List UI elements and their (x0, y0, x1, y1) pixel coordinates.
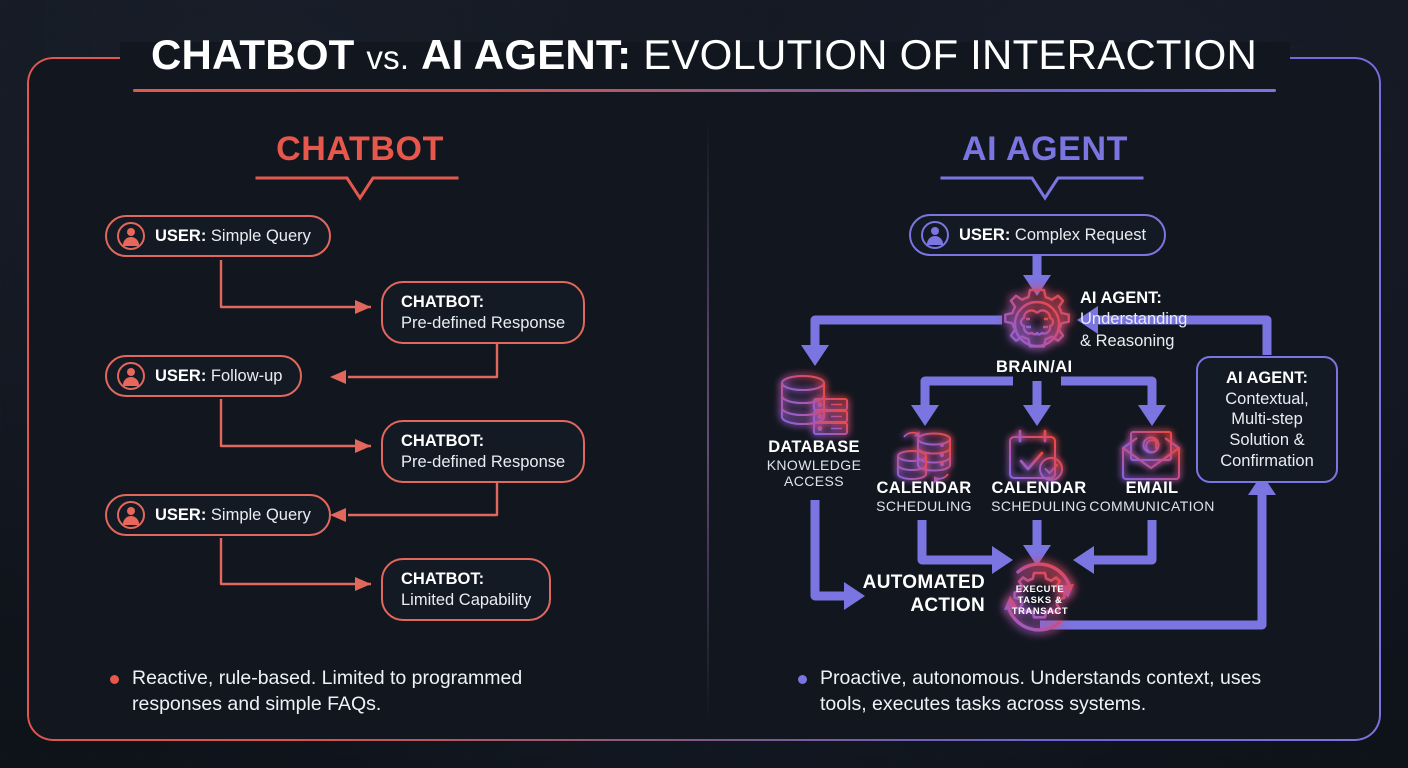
chatbot-response-1-text: Pre-defined Response (401, 313, 566, 332)
chatbot-response-3-role: CHATBOT: (401, 570, 485, 588)
chatbot-response-box-3[interactable]: CHATBOT: Limited Capability (381, 558, 552, 622)
agent-heading: AI AGENT (962, 130, 1128, 168)
chatbot-response-3-text: Limited Capability (401, 590, 532, 609)
execute-gear-icon: EXECUTE TASKS & TRANSACT (992, 550, 1088, 646)
chatbot-response-1-role: CHATBOT: (401, 293, 485, 311)
title-part-evolution: EVOLUTION OF INTERACTION (643, 31, 1258, 78)
agent-heading-underline-tail (940, 176, 1144, 201)
user-avatar-icon (117, 501, 145, 529)
gear-text-line3: TRANSACT (1012, 605, 1068, 616)
brain-label: BRAIN/AI (996, 358, 1073, 376)
brain-description: AI AGENT: Understanding & Reasoning (1080, 288, 1187, 352)
user-avatar-icon (921, 221, 949, 249)
title-underline (133, 89, 1276, 92)
automated-action-line1: AUTOMATED (862, 572, 985, 593)
agent-result-role: AI AGENT: (1226, 369, 1308, 387)
agent-result-line2: Multi-step (1231, 410, 1303, 429)
automated-action-label: AUTOMATED ACTION (855, 572, 985, 618)
chatbot-response-2-role: CHATBOT: (401, 432, 485, 450)
chatbot-response-box-2[interactable]: CHATBOT: Pre-defined Response (381, 420, 586, 484)
agent-user-pill[interactable]: USER: Complex Request (909, 214, 1167, 256)
chatbot-user-3-text: USER: Simple Query (155, 505, 311, 524)
chatbot-heading: CHATBOT (276, 130, 444, 168)
agent-column-header: AI AGENT (845, 130, 1245, 169)
agent-summary-text: Proactive, autonomous. Understands conte… (820, 667, 1262, 715)
chatbot-user-pill-1[interactable]: USER: Simple Query (105, 215, 331, 257)
brain-gear-icon (998, 285, 1076, 363)
gear-text-line1: EXECUTE (1016, 583, 1064, 594)
database-icon (776, 372, 854, 442)
chatbot-summary-text: Reactive, rule-based. Limited to program… (132, 667, 523, 715)
column-divider (707, 120, 709, 720)
chatbot-summary: Reactive, rule-based. Limited to program… (110, 666, 602, 718)
title-part-chatbot: CHATBOT (150, 31, 355, 78)
chatbot-user-pill-3[interactable]: USER: Simple Query (105, 494, 331, 536)
user-avatar-icon (117, 362, 145, 390)
title-part-aiagent: AI AGENT: (421, 31, 632, 78)
chatbot-response-box-1[interactable]: CHATBOT: Pre-defined Response (381, 281, 586, 345)
agent-result-line3: Solution & (1229, 430, 1305, 449)
database-sync-icon (890, 428, 960, 486)
agent-result-line1: Contextual, (1225, 389, 1309, 408)
agent-result-box[interactable]: AI AGENT: Contextual, Multi-step Solutio… (1196, 356, 1338, 484)
title-part-vs: vs. (366, 39, 410, 76)
bullet-dot-icon (110, 675, 119, 684)
chatbot-response-2-text: Pre-defined Response (401, 452, 566, 471)
tool-database-name: DATABASE (768, 438, 860, 456)
brain-description-line2: & Reasoning (1080, 331, 1175, 350)
chatbot-user-2-text: USER: Follow-up (155, 366, 283, 385)
brain-description-role: AI AGENT: (1080, 289, 1162, 307)
tool-email-name: EMAIL (1125, 479, 1179, 497)
chatbot-user-pill-2[interactable]: USER: Follow-up (105, 355, 303, 397)
brain-description-line1: Understanding (1080, 310, 1188, 329)
chatbot-heading-underline-tail (255, 176, 459, 201)
calendar-check-icon (1004, 428, 1070, 486)
agent-user-text: USER: Complex Request (959, 225, 1147, 244)
user-avatar-icon (117, 222, 145, 250)
email-icon (1118, 428, 1188, 484)
tool-database-sub1: KNOWLEDGE (766, 457, 862, 473)
page-title: CHATBOT vs. AI AGENT: EVOLUTION OF INTER… (0, 31, 1408, 78)
chatbot-user-1-text: USER: Simple Query (155, 226, 311, 245)
gear-text-line2: TASKS & (1018, 594, 1063, 605)
chatbot-column-header: CHATBOT (160, 130, 560, 169)
tool-email-sub1: COMMUNICATION (1089, 498, 1215, 514)
automated-action-line2: ACTION (910, 594, 985, 616)
bullet-dot-icon (798, 675, 807, 684)
agent-summary: Proactive, autonomous. Understands conte… (798, 666, 1290, 718)
agent-result-line4: Confirmation (1220, 451, 1314, 470)
tool-email: EMAIL COMMUNICATION (1073, 479, 1231, 514)
